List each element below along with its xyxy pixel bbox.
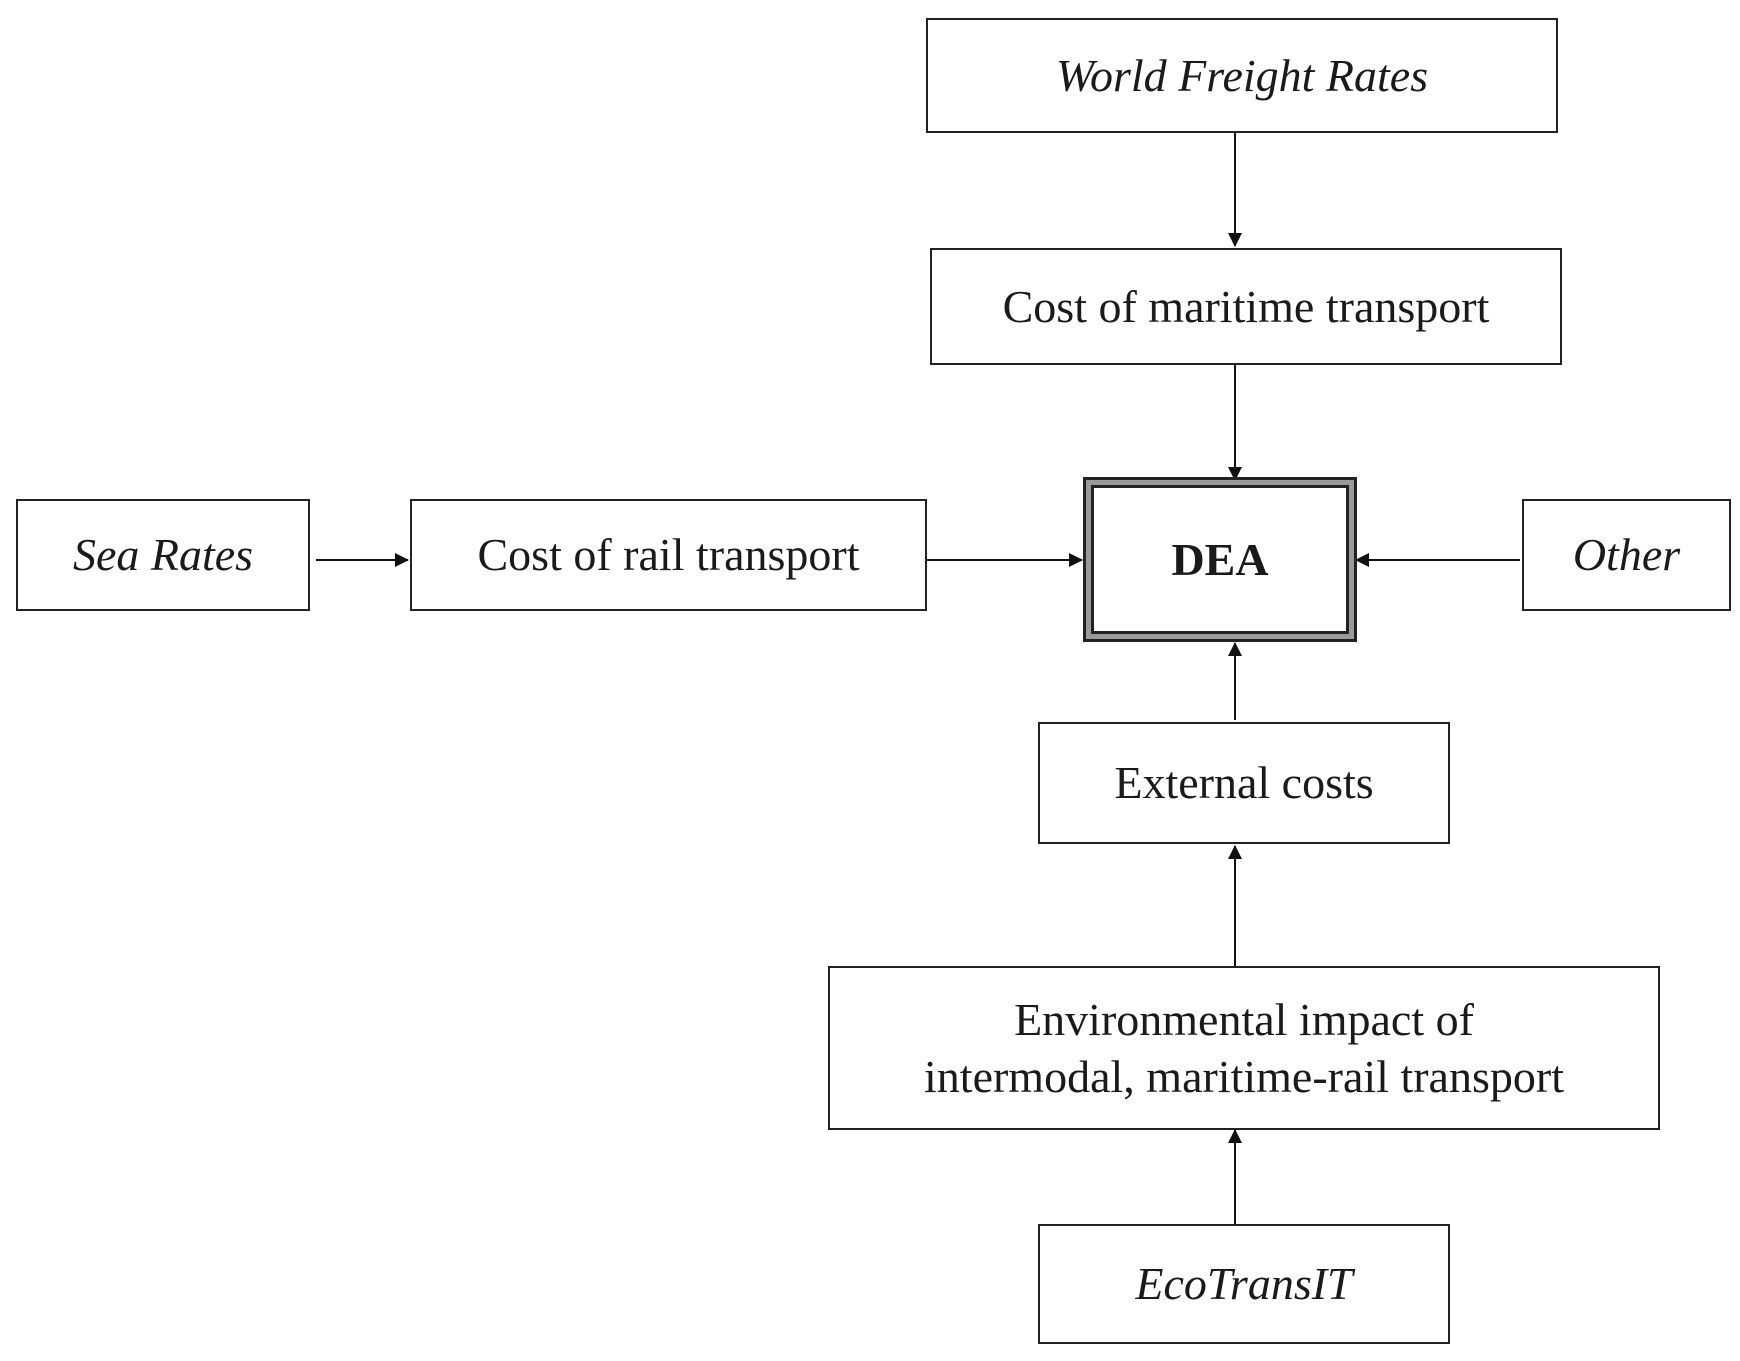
node-cost-maritime-transport-label: Cost of maritime transport (1002, 280, 1490, 332)
node-other-label: Other (1572, 529, 1681, 581)
node-cost-maritime-transport: Cost of maritime transport (930, 248, 1562, 365)
node-sea-rates-label: Sea Rates (72, 529, 254, 581)
node-world-freight-rates: World Freight Rates (926, 18, 1558, 133)
node-environmental-impact-line1: Environmental impact of (1014, 993, 1474, 1045)
node-dea: DEA (1083, 477, 1357, 642)
node-other: Other (1522, 499, 1731, 611)
node-ecotransit: EcoTransIT (1038, 1224, 1450, 1344)
node-environmental-impact-line2: intermodal, maritime-rail transport (924, 1051, 1564, 1102)
node-world-freight-rates-label: World Freight Rates (1055, 49, 1429, 101)
node-cost-rail-transport-label: Cost of rail transport (477, 529, 860, 581)
node-ecotransit-label: EcoTransIT (1135, 1258, 1353, 1310)
node-sea-rates: Sea Rates (16, 499, 310, 611)
node-external-costs: External costs (1038, 722, 1450, 844)
node-environmental-impact: Environmental impact of intermodal, mari… (828, 966, 1660, 1130)
node-external-costs-label: External costs (1114, 757, 1374, 809)
node-cost-rail-transport: Cost of rail transport (410, 499, 927, 611)
node-dea-label: DEA (1171, 533, 1269, 585)
